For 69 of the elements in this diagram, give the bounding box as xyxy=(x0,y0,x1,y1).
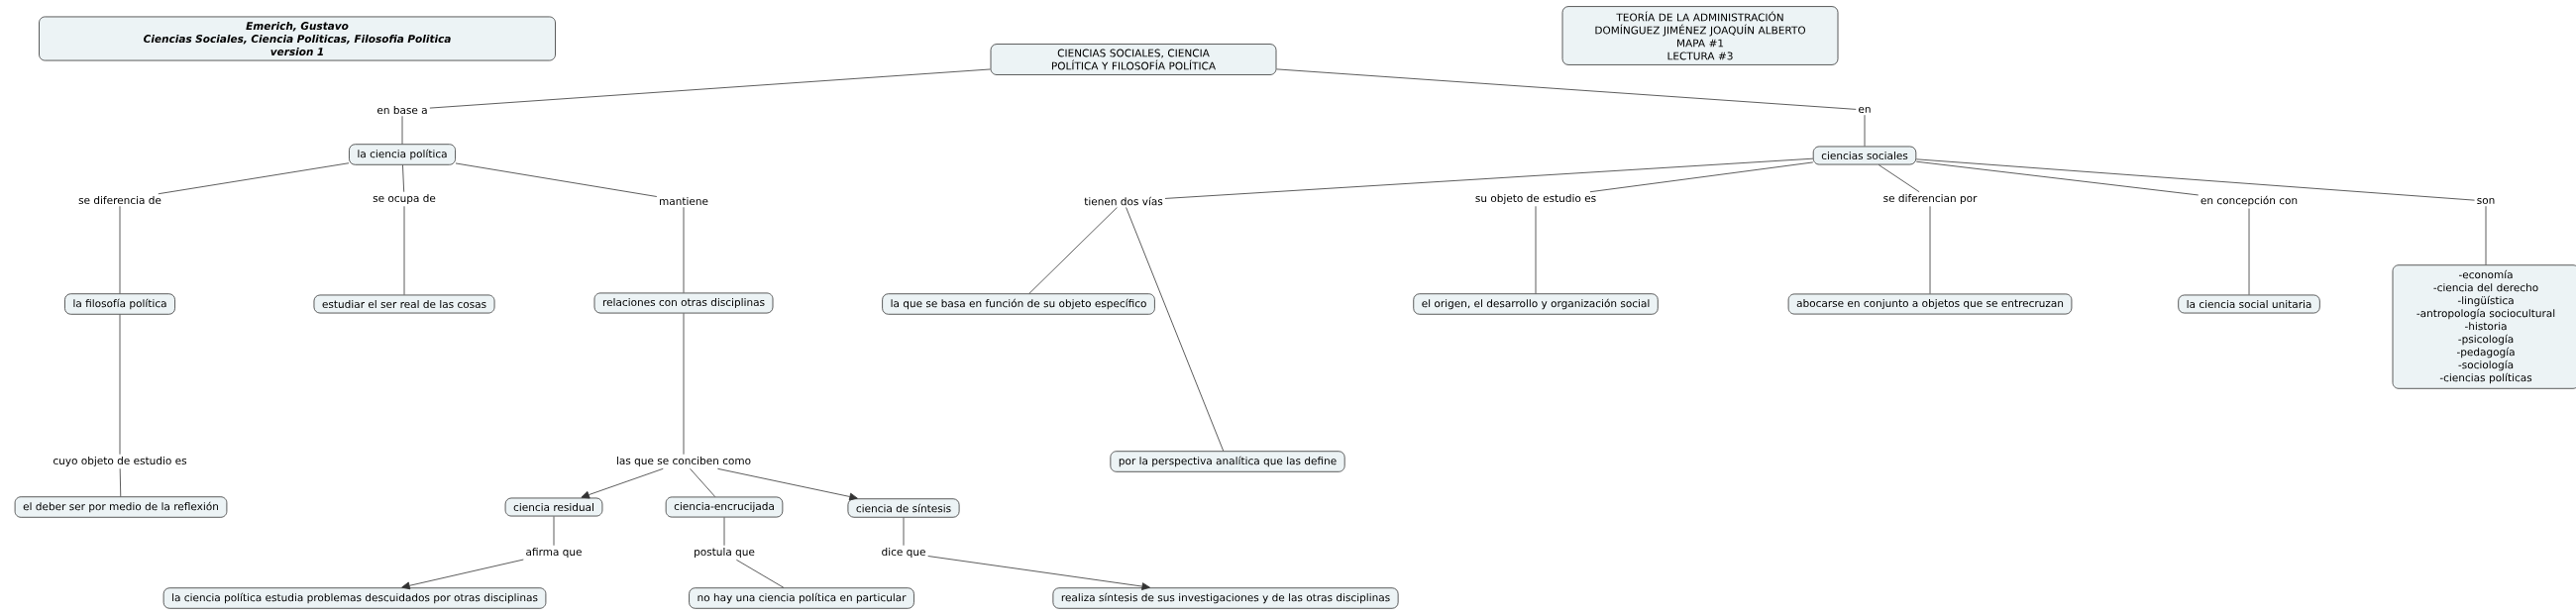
connector xyxy=(1878,164,1920,193)
header-box: Emerich, Gustavo Ciencias Sociales, Ciencia Politicas, Filosofia Politica version 1 xyxy=(39,16,556,61)
connector xyxy=(683,206,685,293)
concept-box: ciencia-encrucijada xyxy=(665,496,784,518)
linking-phrase: mantiene xyxy=(657,194,710,208)
concept-box: la ciencia social unitaria xyxy=(2178,294,2320,314)
connector xyxy=(1028,207,1118,294)
concept-box: la que se basa en función de su objeto específico xyxy=(882,293,1155,315)
concept-box: ciencia de síntesis xyxy=(847,498,960,518)
connector xyxy=(903,517,905,547)
concept-box: relaciones con otras disciplinas xyxy=(593,292,774,314)
connector xyxy=(2248,208,2250,295)
connector xyxy=(158,162,350,195)
concept-box: CIENCIAS SOCIALES, CIENCIA POLÍTICA Y FILOSOFÍA POLÍTICA xyxy=(990,44,1277,75)
connector xyxy=(402,164,405,193)
concept-box: abocarse en conjunto a objetos que se entrecruzan xyxy=(1787,293,2073,315)
concept-box: el origen, el desarrollo y organización social xyxy=(1413,293,1659,315)
concept-box: la ciencia política xyxy=(349,144,456,165)
connector xyxy=(1929,205,1931,294)
linking-phrase: su objeto de estudio es xyxy=(1472,191,1599,207)
concept-box: ciencias sociales xyxy=(1812,146,1917,165)
concept-box: realiza síntesis de sus investigaciones y de las otras disciplinas xyxy=(1052,587,1399,609)
connector xyxy=(119,467,122,497)
linking-phrase: en concepción con xyxy=(2198,193,2301,209)
connector xyxy=(429,68,991,109)
linking-phrase: en xyxy=(1856,105,1874,115)
linking-phrase: se diferencian por xyxy=(1880,191,1980,207)
connector xyxy=(1589,161,1814,193)
connector xyxy=(119,205,121,294)
concept-box: por la perspectiva analítica que las define xyxy=(1110,451,1345,472)
connector xyxy=(553,516,555,547)
concept-box: la ciencia política estudia problemas descuidados por otras disciplinas xyxy=(162,587,547,609)
connector xyxy=(1864,114,1866,147)
connector xyxy=(119,314,121,456)
connector xyxy=(690,467,716,497)
concept-box: ciencia residual xyxy=(504,497,603,517)
linking-phrase: afirma que xyxy=(523,545,585,561)
linking-phrase: las que se conciben como xyxy=(614,454,754,469)
linking-phrase: se ocupa de xyxy=(371,191,438,207)
concept-box: estudiar el ser real de las cosas xyxy=(313,294,495,314)
arrow xyxy=(401,559,524,590)
concept-box: la filosofía política xyxy=(64,293,175,315)
linking-phrase: se diferencia de xyxy=(76,193,163,207)
arrow xyxy=(717,467,858,501)
concept-box: TEORÍA DE LA ADMINISTRACIÓN DOMÍNGUEZ JIMÉNEZ JOAQUÍN ALBERTO MAPA #1 LECTURA #3 xyxy=(1561,6,1839,65)
connector xyxy=(1915,160,2200,196)
concept-box: no hay una ciencia política en particular xyxy=(689,587,914,609)
connector xyxy=(723,517,725,547)
connector xyxy=(455,162,658,197)
concept-box: el deber ser por medio de la reflexión xyxy=(14,496,228,518)
linking-phrase: postula que xyxy=(692,545,757,561)
arrow xyxy=(581,467,664,499)
linking-phrase: tienen dos vías xyxy=(1082,194,1165,208)
concept-box: -economía -ciencia del derecho -lingüística -antropología sociocultural -historia -psicología -pedagogía -sociología -ciencias políticas xyxy=(2392,264,2576,389)
connector xyxy=(1126,207,1225,452)
connector xyxy=(2485,205,2487,265)
connector xyxy=(403,205,405,295)
connector xyxy=(683,313,685,456)
linking-phrase: cuyo objeto de estudio es xyxy=(51,454,189,469)
arrow xyxy=(927,556,1150,590)
connector xyxy=(1535,205,1537,294)
linking-phrase: dice que xyxy=(879,545,928,561)
connector xyxy=(1164,157,1814,199)
linking-phrase: en base a xyxy=(375,103,430,117)
connector xyxy=(735,559,785,588)
connector xyxy=(401,115,403,145)
linking-phrase: son xyxy=(2474,196,2498,206)
connector xyxy=(1915,158,2475,201)
connector xyxy=(1276,68,1857,110)
